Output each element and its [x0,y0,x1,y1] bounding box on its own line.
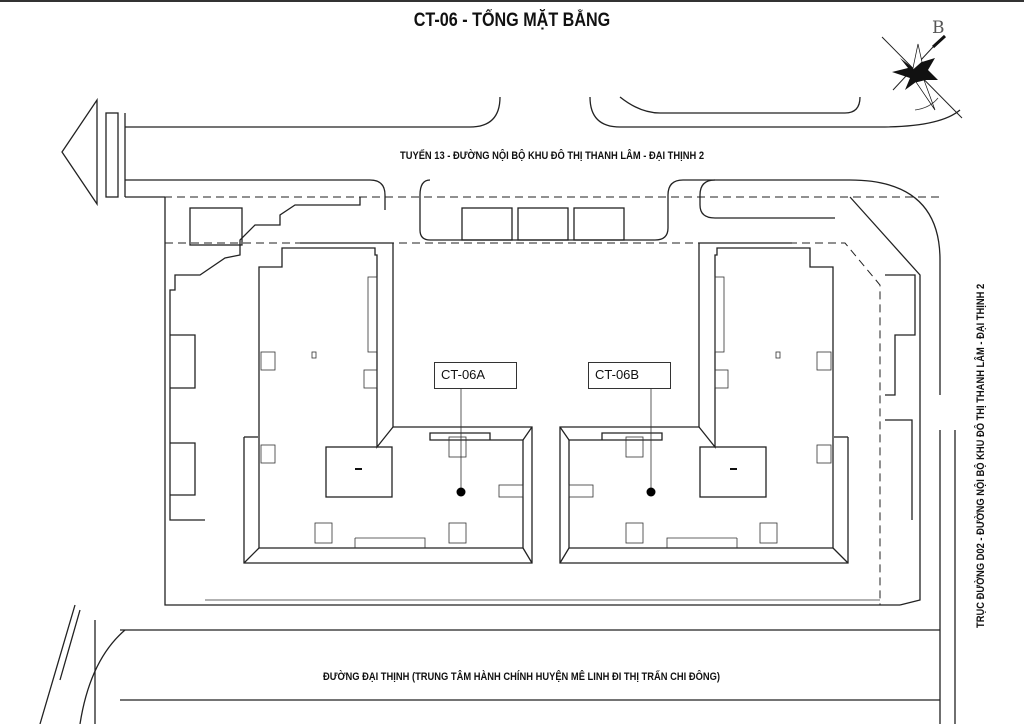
compass-rose-icon: B [881,18,963,119]
page-title: CT-06 - TỔNG MẶT BẰNG [413,10,611,31]
building-b-marker [646,487,656,497]
building-ct-06a-outline [243,242,533,564]
bottom-left-road-curve [39,604,126,724]
bottom-road-label: ĐƯỜNG ĐẠI THỊNH (TRUNG TÂM HÀNH CHÍNH HU… [323,671,720,683]
top-road [124,96,961,724]
building-ct-06b-outline [559,242,849,564]
building-label-ct-06b: CT-06B [588,362,671,389]
label-leaders [456,389,656,497]
direction-arrow-icon [61,97,119,207]
building-label-ct-06a: CT-06A [434,362,517,389]
top-road-label: TUYẾN 13 - ĐƯỜNG NỘI BỘ KHU ĐÔ THỊ THANH… [400,150,705,162]
compass-north-letter: B [932,18,945,38]
right-road-label: TRỤC ĐƯỜNG D02 - ĐƯỜNG NỘI BỘ KHU ĐÔ THỊ… [975,283,987,628]
building-a-marker [456,487,466,497]
site-boundary [120,196,940,701]
